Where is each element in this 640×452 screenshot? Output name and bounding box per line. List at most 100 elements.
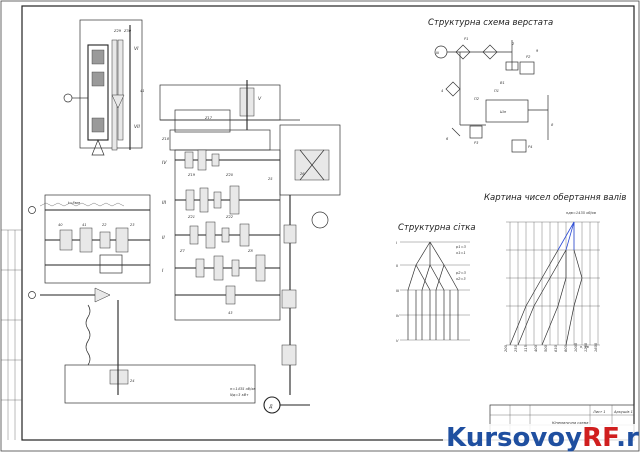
speed-chart-top-note: nдв=1435 об/хв [566, 211, 596, 215]
speed-val-800: 800 [564, 344, 568, 352]
gear-4 [185, 189, 195, 211]
table-nut [109, 369, 129, 385]
speed-val-200: 200 [504, 344, 508, 352]
kin-label-z30: Z30 [123, 29, 132, 33]
motor-speed-note: n=1435 об/хв [230, 387, 255, 391]
grid-shaft-i: I [396, 241, 397, 245]
gear-9 [205, 221, 216, 249]
structural-scheme-title: Структурна схема верстата [428, 18, 553, 28]
speed-val-1600: 1600 [594, 342, 598, 352]
kin-label-z7: Z7 [179, 249, 185, 253]
gear-7 [229, 185, 240, 215]
gear-11 [239, 223, 250, 247]
kin-label-23: 23 [130, 223, 135, 227]
kin-label-z17: Z17 [204, 116, 213, 120]
spindle-head-housing [79, 19, 143, 149]
grid-note-p2: p2=3 [455, 271, 467, 275]
feed-gear-23 [115, 227, 129, 253]
right-clutch [311, 211, 329, 229]
kin-label-z8: Z8 [247, 249, 253, 253]
struct-node-1 [482, 44, 498, 60]
kin-label-iv: IV [162, 160, 167, 166]
speed-val-250: 250 [514, 344, 518, 352]
speed-val-500: 500 [544, 344, 548, 352]
gear-10 [221, 227, 230, 243]
grid-note-p1: p1=3 [455, 245, 467, 249]
pulley-lower [281, 344, 297, 366]
speed-val-1000: 1000 [574, 342, 578, 352]
struct-label-4: 4 [441, 89, 444, 93]
grid-shaft-iv: IV [396, 314, 400, 318]
gear-z30 [117, 39, 124, 141]
kin-label-vii: VII [134, 124, 140, 130]
grid-shaft-iii: III [396, 289, 399, 293]
right-gearbox-housing [279, 124, 341, 196]
kin-label-40: 40 [58, 223, 63, 227]
kin-label-24: 41 [140, 89, 145, 93]
struct-box-p3 [469, 125, 483, 139]
speed-chart-unit: n, хв [580, 345, 589, 349]
feed-gear-40 [59, 229, 73, 251]
gear-5 [199, 187, 209, 213]
kin-label-vi: VI [134, 46, 139, 52]
kin-label-i: I [162, 268, 164, 274]
title-block-doc-name: Кінематична схема [552, 421, 589, 425]
kin-label-41: 41 [82, 223, 87, 227]
pulley-upper [283, 224, 297, 244]
struct-label-p2: P2 [526, 55, 531, 59]
feed-gearbox-housing [44, 194, 151, 284]
bevel-gear-upper [111, 94, 125, 109]
feed-clutch [99, 254, 123, 274]
struct-node-4 [445, 81, 461, 97]
title-block-sheets: Аркушів 1 [613, 410, 633, 414]
title-block-sheet: Лист 1 [592, 410, 606, 414]
left-margin-stamp [1, 229, 22, 440]
structural-scheme: Структурна схема верстата III Шп 2 9 P1 … [428, 18, 554, 153]
watermark: KursovoyRF.ru [443, 423, 640, 452]
cutter-tool [91, 139, 105, 156]
kin-label-z29: Z29 [113, 29, 122, 33]
kin-label-22: 22 [102, 223, 107, 227]
struct-label-pi1: П1 [494, 89, 499, 93]
kin-label-ii: II [162, 235, 165, 241]
speed-axis-labels: 200 250 315 400 500 630 800 1000 1250 16… [504, 342, 598, 352]
kin-label-z18: Z18 [161, 137, 170, 141]
watermark-text: KursovoyRF.ru [446, 423, 640, 452]
kin-label-27: 26 [300, 172, 305, 176]
machine-base [64, 364, 256, 404]
handwheel-feed [28, 206, 36, 214]
vertical-screw [85, 304, 91, 366]
bearing-bottom [91, 117, 105, 133]
struct-box-p2 [519, 61, 535, 75]
handwheel-lower [28, 291, 36, 299]
gear-3 [211, 153, 220, 167]
struct-box-shp [485, 99, 529, 123]
gear-block-z17 [174, 109, 231, 133]
kin-label-z21: Z21 [187, 215, 195, 219]
structural-grid-title: Структурна сітка [398, 223, 476, 233]
kin-label-z22: Z22 [225, 215, 234, 219]
grid-note-x2: x2=3 [455, 277, 466, 281]
gear-6 [213, 191, 222, 209]
gear-16 [225, 285, 236, 305]
gear-8 [189, 225, 199, 245]
kin-label-43: 43 [228, 311, 233, 315]
speed-chart: Картина чисел обертання валів nдв=1435 о… [484, 193, 626, 352]
pulley-middle [281, 289, 297, 309]
kin-label-t8: t=8мм [68, 201, 80, 205]
speed-val-630: 630 [554, 344, 558, 352]
motor-power-note: Nд=3 кВт [230, 393, 249, 397]
struct-label-p3: P3 [474, 141, 479, 145]
kin-label-iii: III [162, 200, 167, 206]
gear-12 [195, 258, 205, 278]
struct-label-8: 8 [551, 123, 554, 127]
struct-label-iii: III [436, 51, 439, 55]
sheet-inner-frame [21, 5, 635, 441]
struct-label-b1: B1 [500, 81, 505, 85]
struct-label-pi2: П2 [474, 97, 480, 101]
struct-node-p1 [455, 44, 471, 60]
bevel-gear-lower [94, 287, 111, 303]
speed-val-1250: 1250 [584, 342, 588, 352]
struct-box-p4 [511, 139, 527, 153]
